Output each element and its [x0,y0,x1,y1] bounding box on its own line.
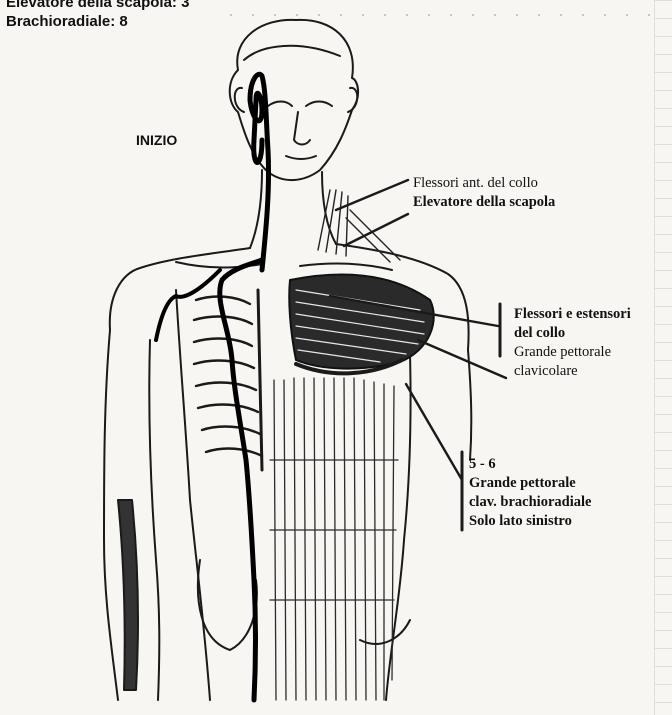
neck-left [250,170,262,248]
leader-lower [406,384,462,480]
left-ear [235,88,244,112]
eye-right [306,102,332,107]
leader-chest-2 [418,340,506,378]
label-line: del collo [514,324,631,343]
label-line: Solo lato sinistro [469,512,591,531]
leader-neck-2 [344,214,408,246]
right-arm [468,350,471,460]
hair-line [244,46,340,60]
mouth [286,156,316,159]
pectoral-muscle [289,275,434,369]
label-line: Elevatore della scapola [413,193,555,212]
right-ear [348,88,357,112]
label-line: Grande pettorale [514,343,631,362]
torso-left [176,290,210,700]
label-line: 5 - 6 [469,455,591,474]
label-chest-muscles: Flessori e estensori del collo Grande pe… [514,305,631,381]
label-line: Flessori e estensori [514,305,631,324]
label-line: clavicolare [514,362,631,381]
left-arm-inner [149,340,159,700]
clavicle-right [300,263,392,270]
label-line: Grande pettorale [469,474,591,493]
nose [294,112,310,145]
label-line: Flessori ant. del collo [413,174,555,193]
label-neck-muscles: Flessori ant. del collo Elevatore della … [413,174,555,212]
leader-neck-1 [336,180,408,210]
pelvis-right [360,620,410,644]
meridian-branch [156,270,220,340]
abdominal-muscle [270,378,398,700]
label-lower-pectoral: 5 - 6 Grande pettorale clav. brachioradi… [469,455,591,531]
eye-left [268,102,292,107]
left-arm-outer [104,330,118,700]
label-line: clav. brachioradiale [469,493,591,512]
pelvis-left [198,560,257,650]
sternum [258,290,262,470]
ribcage [194,297,262,456]
brachioradialis-muscle [118,500,138,690]
